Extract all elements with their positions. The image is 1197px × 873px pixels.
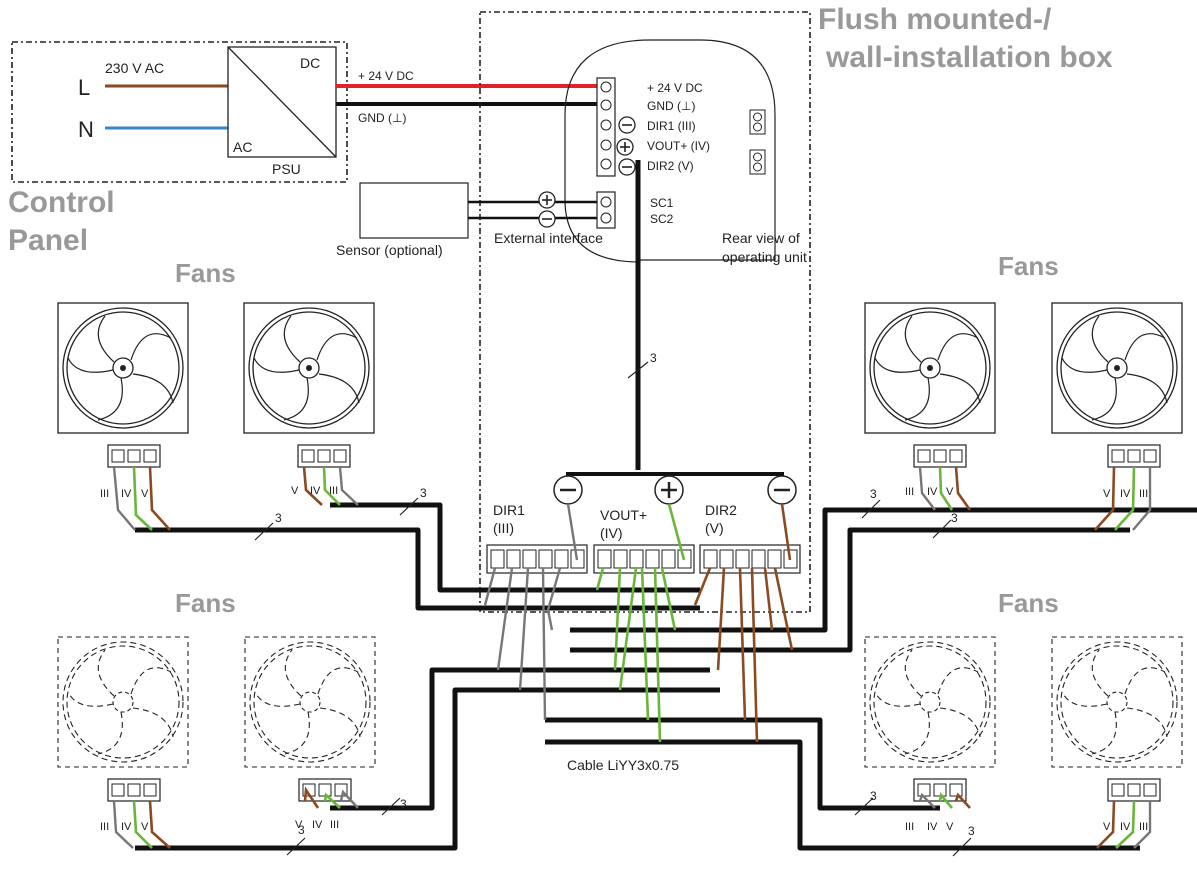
svg-text:3: 3: [968, 824, 975, 838]
psu-label: PSU: [272, 161, 301, 177]
svg-text:IV: IV: [121, 821, 132, 833]
cable-count: 3: [650, 351, 657, 365]
n-label: N: [78, 117, 94, 142]
gnd-wire-label: GND (⊥): [358, 111, 406, 125]
psu-ac: AC: [233, 139, 252, 155]
bus-vout-roman: (IV): [600, 525, 623, 541]
fan-icon: V IV III: [1051, 636, 1183, 849]
svg-text:3: 3: [275, 511, 282, 525]
terminal-strip-vout: [593, 544, 695, 574]
terminal-strip-dir1: [486, 544, 588, 574]
fan-icon: III IV V: [57, 302, 189, 531]
fans-label-top-left: Fans: [175, 258, 236, 288]
fan-icon: V IV III: [244, 636, 376, 831]
svg-text:IV: IV: [312, 819, 323, 831]
terminal-plus24: + 24 V DC: [647, 81, 703, 95]
terminal-gnd: GND (⊥): [647, 99, 695, 113]
box-title-1: Flush mounted-/: [818, 3, 1052, 36]
svg-text:III: III: [330, 819, 339, 831]
control-panel-label-2: Panel: [8, 224, 88, 257]
jumper-2: [749, 149, 766, 175]
fan-icon: III IV V: [57, 636, 189, 849]
svg-text:V: V: [946, 821, 954, 833]
svg-text:V: V: [1103, 488, 1111, 500]
svg-text:IV: IV: [1120, 821, 1131, 833]
svg-text:IV: IV: [310, 485, 321, 497]
fan-icon: V IV III: [243, 302, 375, 506]
svg-text:V: V: [1103, 821, 1111, 833]
terminal-strip-dir2: [699, 544, 801, 574]
cable-markers: 3 3 3 3 3 3 3 3: [254, 486, 975, 857]
svg-text:III: III: [100, 821, 109, 833]
bus-vout: VOUT+: [600, 507, 647, 523]
cables: [135, 502, 1197, 851]
operating-unit-outline: [564, 39, 776, 263]
rear-view-label-2: operating unit: [722, 249, 807, 265]
terminal-dir1: DIR1 (III): [647, 119, 696, 133]
l-label: L: [78, 75, 90, 100]
box-title-2: wall-installation box: [825, 41, 1113, 74]
fans-label-bottom-right: Fans: [998, 588, 1059, 618]
jumper-1: [749, 109, 766, 135]
svg-text:III: III: [905, 821, 914, 833]
svg-text:III: III: [329, 485, 338, 497]
svg-text:3: 3: [400, 797, 407, 811]
ac-input-label: 230 V AC: [105, 60, 164, 76]
bus-wires: [483, 567, 794, 743]
svg-text:IV: IV: [121, 488, 132, 500]
bus-dir2: DIR2: [705, 502, 737, 518]
fan-icon: III IV V: [864, 302, 996, 511]
terminal-vout: VOUT+ (IV): [647, 139, 710, 153]
svg-text:III: III: [1139, 488, 1148, 500]
svg-text:3: 3: [298, 823, 305, 837]
bus-dir1: DIR1: [493, 502, 525, 518]
sensor-label: Sensor (optional): [336, 242, 443, 258]
operating-unit-terminal-block: [596, 77, 616, 177]
svg-text:V: V: [141, 488, 149, 500]
svg-text:3: 3: [870, 487, 877, 501]
svg-text:3: 3: [951, 511, 958, 525]
sensor-box: [359, 182, 469, 239]
svg-text:IV: IV: [927, 486, 938, 498]
sensor-terminal-block: [596, 191, 616, 229]
svg-text:3: 3: [420, 486, 427, 500]
psu-dc: DC: [300, 55, 320, 71]
svg-text:III: III: [100, 488, 109, 500]
bus-dir2-roman: (V): [705, 520, 724, 536]
fans-label-bottom-left: Fans: [175, 588, 236, 618]
svg-text:III: III: [1139, 821, 1148, 833]
fans-label-top-right: Fans: [998, 251, 1059, 281]
svg-text:V: V: [291, 485, 299, 497]
terminal-sc2: SC2: [650, 212, 674, 226]
cable-type-label: Cable LiYY3x0.75: [567, 757, 679, 773]
svg-text:V: V: [295, 819, 303, 831]
svg-text:V: V: [946, 486, 954, 498]
plus24-wire-label: + 24 V DC: [358, 69, 414, 83]
terminal-sc1: SC1: [650, 196, 674, 210]
external-interface-label: External interface: [494, 230, 603, 246]
rear-view-label-1: Rear view of: [722, 230, 800, 246]
fan-icon: III IV V: [864, 636, 996, 833]
svg-text:V: V: [141, 821, 149, 833]
bus-dir1-roman: (III): [493, 520, 514, 536]
fan-icon: V IV III: [1051, 302, 1183, 531]
control-panel-label-1: Control: [8, 186, 115, 219]
svg-text:3: 3: [870, 789, 877, 803]
svg-text:IV: IV: [927, 821, 938, 833]
psu-block: [227, 46, 337, 158]
svg-text:III: III: [905, 486, 914, 498]
terminal-dir2: DIR2 (V): [647, 159, 694, 173]
svg-text:IV: IV: [1120, 488, 1131, 500]
